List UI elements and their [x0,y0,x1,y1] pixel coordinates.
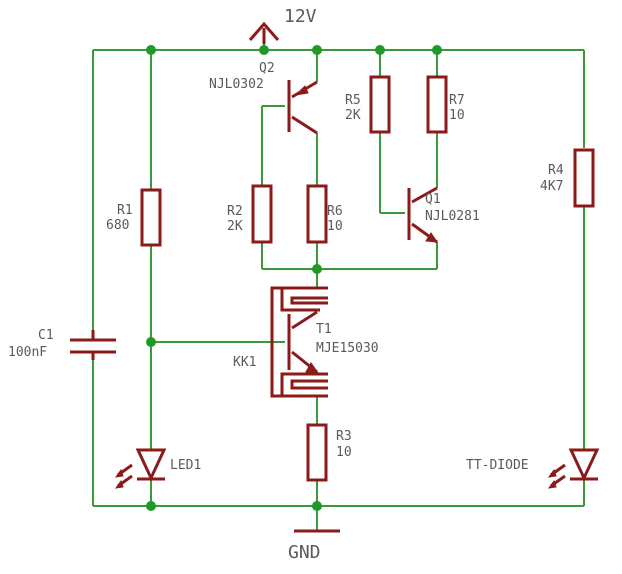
resistor-r6: R6 10 [306,184,343,244]
resistor-r1: R1 680 [106,188,162,247]
q2-name: Q2 [259,61,275,76]
transistor-arrow [294,85,309,96]
led-ray-head [547,479,557,489]
junction-dot [146,45,156,55]
transistor-arrow [305,362,320,374]
c1-name: C1 [38,328,54,343]
junction-dot [259,45,269,55]
r2-name: R2 [227,204,243,219]
q1-name: Q1 [425,192,441,207]
resistor-body [426,75,448,134]
c1-value: 100nF [8,345,47,360]
r5-value: 2K [345,108,361,123]
led-ray-head [114,468,124,478]
led1-name: LED1 [170,458,201,473]
heatsink-fin [290,379,328,390]
ground-label: GND [288,542,321,563]
transistor-collector-leg [411,186,438,204]
r7-value: 10 [449,108,465,123]
led-led1: LED1 [114,448,201,489]
transistor-arrow [425,232,438,243]
q2-value: NJL0302 [209,77,264,92]
junction-dot [146,337,156,347]
capacitor-c1: C1 100nF [8,328,116,360]
r7-name: R7 [449,93,465,108]
r3-name: R3 [336,429,352,444]
supply-symbol: 12V [248,6,317,44]
kk1-name: KK1 [233,355,256,370]
resistor-r2: R2 2K [227,184,273,244]
r4-value: 4K7 [540,179,563,194]
r5-name: R5 [345,93,361,108]
resistor-r7: R7 10 [426,75,465,134]
r2-value: 2K [227,219,243,234]
junction-dot [432,45,442,55]
led-tt-diode: TT-DIODE [466,448,600,489]
supply-arrow [248,21,280,41]
tt-diode-name: TT-DIODE [466,458,529,473]
led-ray-head [114,479,124,489]
junction-dot [312,45,322,55]
junction-dot [146,501,156,511]
t1-value: MJE15030 [316,341,379,356]
ground-symbol: GND [288,529,340,563]
resistor-r3: R3 10 [306,423,352,482]
resistor-body [369,75,391,134]
r3-value: 10 [336,445,352,460]
diode-triangle [135,448,167,482]
junction-dot [312,264,322,274]
resistor-body [251,184,273,244]
r4-name: R4 [548,163,564,178]
wires [92,28,585,530]
transistor-collector-leg [291,115,318,135]
transistor-q1: Q1 NJL0281 [407,186,480,244]
junction-dot [312,501,322,511]
resistor-r5: R5 2K [345,75,391,134]
q1-value: NJL0281 [425,209,480,224]
resistor-body [573,148,595,208]
heatsink-fin [280,286,328,312]
junction-dot [375,45,385,55]
junctions [146,45,442,511]
led-ray-head [547,468,557,478]
diode-triangle [568,448,600,482]
heatsink-fin [290,296,328,305]
resistor-body [306,423,328,482]
r6-value: 10 [327,219,343,234]
resistor-r4: R4 4K7 [540,148,595,208]
resistor-body [140,188,162,247]
t1-name: T1 [316,322,332,337]
transistor-t1: T1 MJE15030 KK1 [233,286,379,398]
supply-label: 12V [284,6,317,27]
heatsink-fin [280,372,328,398]
r6-name: R6 [327,204,343,219]
transistor-q2: Q2 NJL0302 [209,61,318,135]
r1-name: R1 [117,203,133,218]
r1-value: 680 [106,218,129,233]
heatsink-frame [270,286,282,398]
resistor-body [306,184,328,244]
transistor-collector-leg [291,310,318,330]
